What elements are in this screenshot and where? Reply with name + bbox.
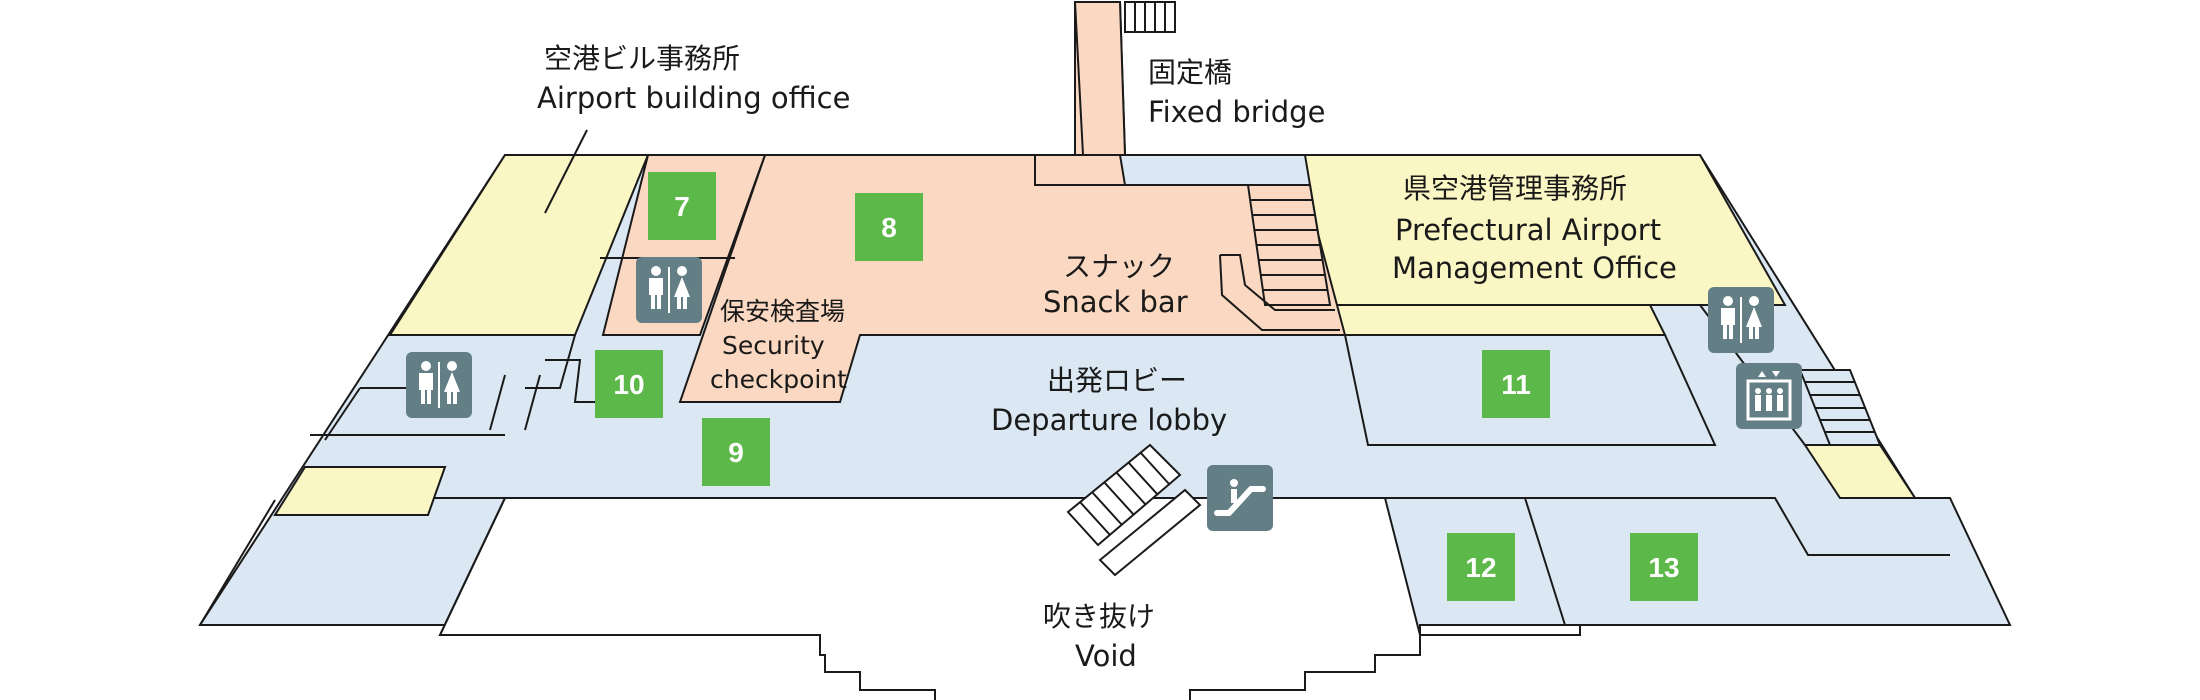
office-strip-right (1328, 304, 1667, 336)
room-badge-11: 11 (1482, 350, 1550, 418)
void-label-ja: 吹き抜け (1043, 600, 1155, 633)
snack-label-en: Snack bar (1043, 285, 1188, 319)
office-leader-line (544, 129, 588, 214)
room-badge-8: 8 (855, 193, 923, 261)
restroom-icon (636, 257, 702, 323)
room-badge-10: 10 (595, 350, 663, 418)
prefectural-label-ja: 県空港管理事務所 (1403, 172, 1627, 205)
snack-counter (1219, 254, 1340, 331)
lobby-label-ja: 出発ロビー (1047, 364, 1187, 397)
snack-label-ja: スナック (1063, 250, 1175, 283)
security-label-ja: 保安検査場 (720, 297, 845, 326)
escalator-icon (1207, 465, 1273, 531)
escalator-stairs (1066, 443, 1202, 577)
stairs-right (1798, 369, 1882, 446)
svg-text:7: 7 (674, 191, 690, 222)
room-badge-13: 13 (1630, 533, 1698, 601)
svg-text:8: 8 (881, 212, 897, 243)
stairs-top (1124, 1, 1176, 33)
room-badge-7: 7 (648, 172, 716, 240)
office-label-ja: 空港ビル事務所 (544, 42, 740, 75)
prefectural-label-en-2: Management Office (1392, 251, 1677, 285)
prefectural-label-en-1: Prefectural Airport (1395, 213, 1661, 247)
office-label-en: Airport building office (537, 81, 850, 115)
security-label-en-1: Security (722, 331, 825, 360)
svg-text:11: 11 (1501, 369, 1531, 400)
void-label-en: Void (1075, 639, 1137, 673)
svg-text:9: 9 (728, 437, 744, 468)
office-small-left (273, 466, 447, 516)
svg-text:12: 12 (1465, 552, 1496, 583)
lobby-label-en: Departure lobby (991, 403, 1227, 437)
svg-text:10: 10 (613, 369, 644, 400)
security-label-en-2: checkpoint (710, 365, 847, 394)
bridge-label-ja: 固定橋 (1148, 56, 1232, 89)
void-area-fill (443, 500, 1418, 700)
stairs-snack (1246, 184, 1332, 306)
svg-text:13: 13 (1648, 552, 1679, 583)
restroom-icon (1708, 287, 1774, 353)
bridge-label-en: Fixed bridge (1148, 95, 1325, 129)
room-badge-12: 12 (1447, 533, 1515, 601)
restroom-icon (406, 352, 472, 418)
elevator-icon (1736, 363, 1802, 429)
room-badge-9: 9 (702, 418, 770, 486)
